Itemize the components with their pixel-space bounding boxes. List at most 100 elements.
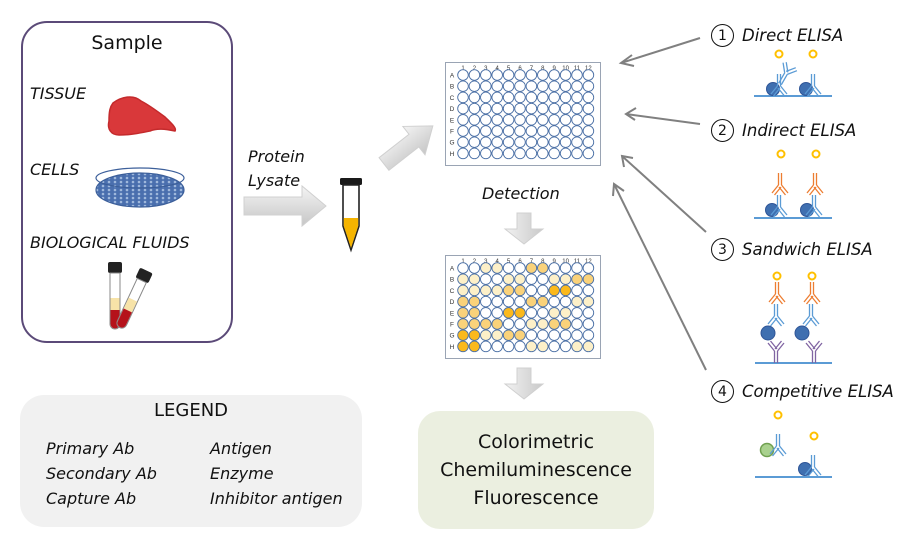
plate-row-label: F (450, 129, 454, 136)
plate-well-F5 (502, 318, 515, 330)
plate-column-label: 5 (507, 66, 511, 72)
elisa-type-direct: 1 Direct ELISA (711, 24, 843, 47)
plate-well-G11 (571, 136, 583, 148)
plate-well-H11 (571, 147, 583, 160)
plate-well-H7 (525, 147, 538, 160)
plate-well-B4 (491, 273, 503, 285)
plate-well-E4 (491, 114, 503, 126)
protein-lysate-line1: Protein (248, 147, 305, 166)
plate-well-F6 (514, 125, 526, 137)
plate-well-B2 (468, 80, 481, 92)
plate-well-D7 (525, 295, 538, 308)
plate-row-label: F (450, 322, 454, 329)
plate-well-D1 (457, 102, 469, 115)
plate-well-D3 (480, 295, 492, 308)
plate-well-A10 (559, 69, 572, 81)
plate-well-B11 (571, 273, 583, 285)
plate-well-F7 (525, 125, 538, 137)
plate-well-D2 (468, 102, 481, 115)
plate-column-label: 9 (553, 259, 557, 265)
plate-well-F6 (514, 318, 526, 330)
plate-well-H10 (559, 147, 572, 160)
plate-well-D12 (582, 102, 595, 115)
plate-well-C7 (525, 284, 538, 297)
plate-well-A10 (559, 262, 572, 274)
plate-well-D9 (548, 295, 560, 308)
plate-well-D12 (582, 295, 595, 308)
plate-well-E9 (548, 307, 560, 319)
pointer-arrow-direct (620, 37, 701, 64)
plate-row-label: A (450, 73, 455, 80)
plate-well-G7 (525, 329, 538, 341)
plate-well-B9 (548, 273, 560, 285)
plate-well-B3 (480, 273, 492, 285)
plate-well-H4 (491, 147, 503, 160)
plate-well-A5 (502, 69, 515, 81)
plate-well-B2 (468, 273, 481, 285)
plate-well-C3 (480, 284, 492, 297)
plate-well-B6 (514, 273, 526, 285)
legend-antigen: Antigen (210, 439, 272, 458)
plate-well-A12 (582, 69, 595, 81)
plate-well-G5 (502, 136, 515, 148)
plate-well-G2 (468, 136, 481, 148)
plate-well-B12 (582, 80, 595, 92)
plate-well-B11 (571, 80, 583, 92)
method-fluorescence: Fluorescence (473, 487, 599, 509)
plate-well-G7 (525, 136, 538, 148)
plate-well-C8 (537, 284, 549, 297)
plate-well-H1 (457, 147, 469, 160)
legend-inhibitor-antigen: Inhibitor antigen (210, 489, 343, 508)
plate-well-E2 (468, 114, 481, 126)
plate-well-D4 (491, 295, 503, 308)
plate-well-E9 (548, 114, 560, 126)
pointer-arrowhead-competitive (612, 182, 625, 197)
number-badge: 1 (711, 24, 734, 47)
elisa-type-label: Competitive ELISA (742, 382, 894, 401)
plate-column-label: 7 (530, 259, 534, 265)
plate-well-D2 (468, 295, 481, 308)
pointer-arrowhead-sandwich (620, 154, 634, 168)
plate-well-A3 (480, 262, 492, 274)
plate-well-G4 (491, 329, 503, 341)
plate-row-label: E (450, 117, 455, 124)
plate-well-E8 (537, 114, 549, 126)
plate-well-H12 (582, 340, 595, 353)
plate-well-F9 (548, 125, 560, 137)
plate-well-E7 (525, 114, 538, 126)
arrow-detection-down (503, 212, 545, 245)
lysate-tube-icon (340, 178, 362, 253)
plate-well-C9 (548, 284, 560, 297)
plate-column-label: 11 (574, 259, 581, 265)
tissue-label: TISSUE (30, 84, 87, 103)
legend-panel (20, 395, 362, 527)
plate-column-label: 6 (518, 66, 522, 72)
plate-well-F5 (502, 125, 515, 137)
plate-column-label: 8 (541, 259, 545, 265)
plate-well-G5 (502, 329, 515, 341)
plate-well-E2 (468, 307, 481, 319)
plate-well-H11 (571, 340, 583, 353)
number-badge: 3 (711, 238, 734, 261)
plate-well-C12 (582, 284, 595, 297)
cells-label: CELLS (30, 160, 80, 179)
plate-column-label: 2 (473, 66, 477, 72)
plate-well-E4 (491, 307, 503, 319)
plate-well-H9 (548, 147, 560, 160)
plate-well-E3 (480, 307, 492, 319)
plate-well-C2 (468, 284, 481, 297)
plate-well-F1 (457, 125, 469, 137)
plate-well-E11 (571, 114, 583, 126)
plate-well-C3 (480, 91, 492, 104)
plate-row-label: H (450, 344, 455, 351)
plate-well-B8 (537, 80, 549, 92)
petri-dish-icon (95, 167, 185, 208)
elisa-pointer-arrows (612, 37, 707, 371)
plate-well-E6 (514, 307, 526, 319)
plate-row-label: E (450, 310, 455, 317)
plate-well-H2 (468, 147, 481, 160)
elisa-type-label: Direct ELISA (742, 26, 844, 45)
plate-well-F7 (525, 318, 538, 330)
plate-well-D6 (514, 102, 526, 115)
